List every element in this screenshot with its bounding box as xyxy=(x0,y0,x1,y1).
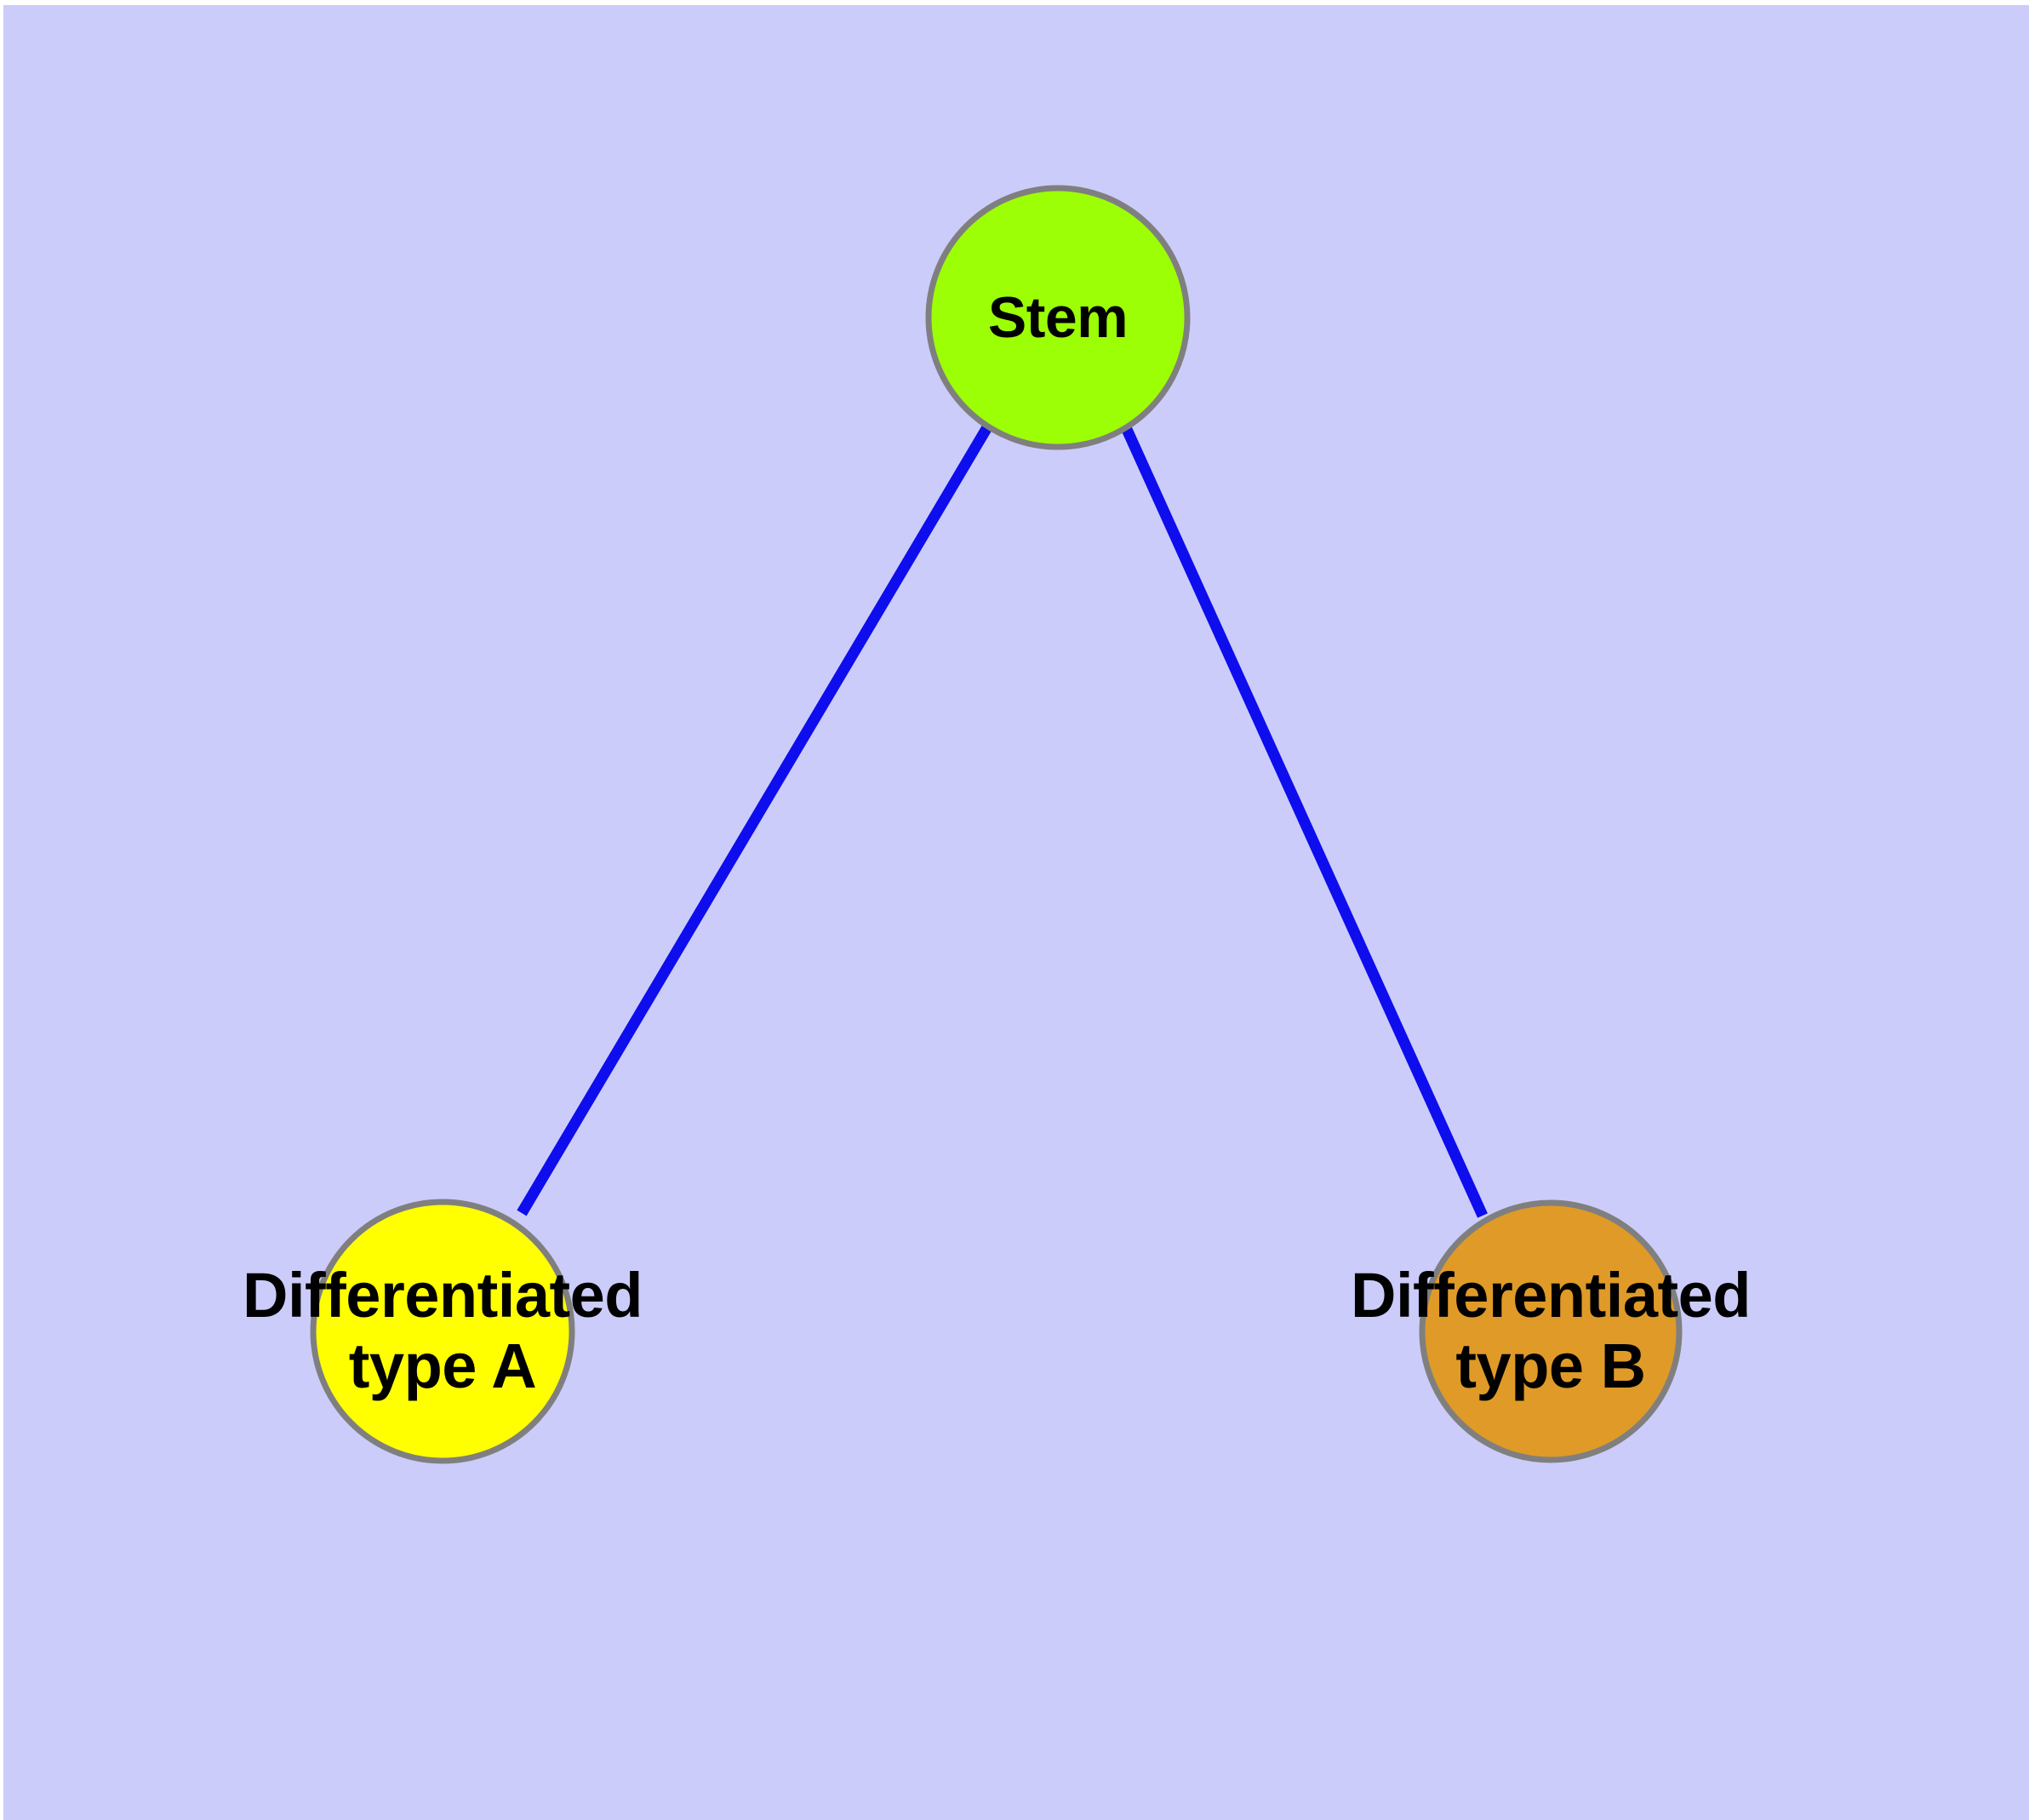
node-circle-diff-b[interactable] xyxy=(1419,1199,1683,1463)
node-circle-diff-a[interactable] xyxy=(310,1199,575,1464)
edge-stem-to-diff-b[interactable] xyxy=(1120,423,1488,1218)
edge-stem-to-diff-a[interactable] xyxy=(517,424,992,1216)
node-circle-stem[interactable] xyxy=(925,185,1191,450)
edge-layer xyxy=(517,423,1488,1218)
node-layer xyxy=(310,185,1683,1464)
